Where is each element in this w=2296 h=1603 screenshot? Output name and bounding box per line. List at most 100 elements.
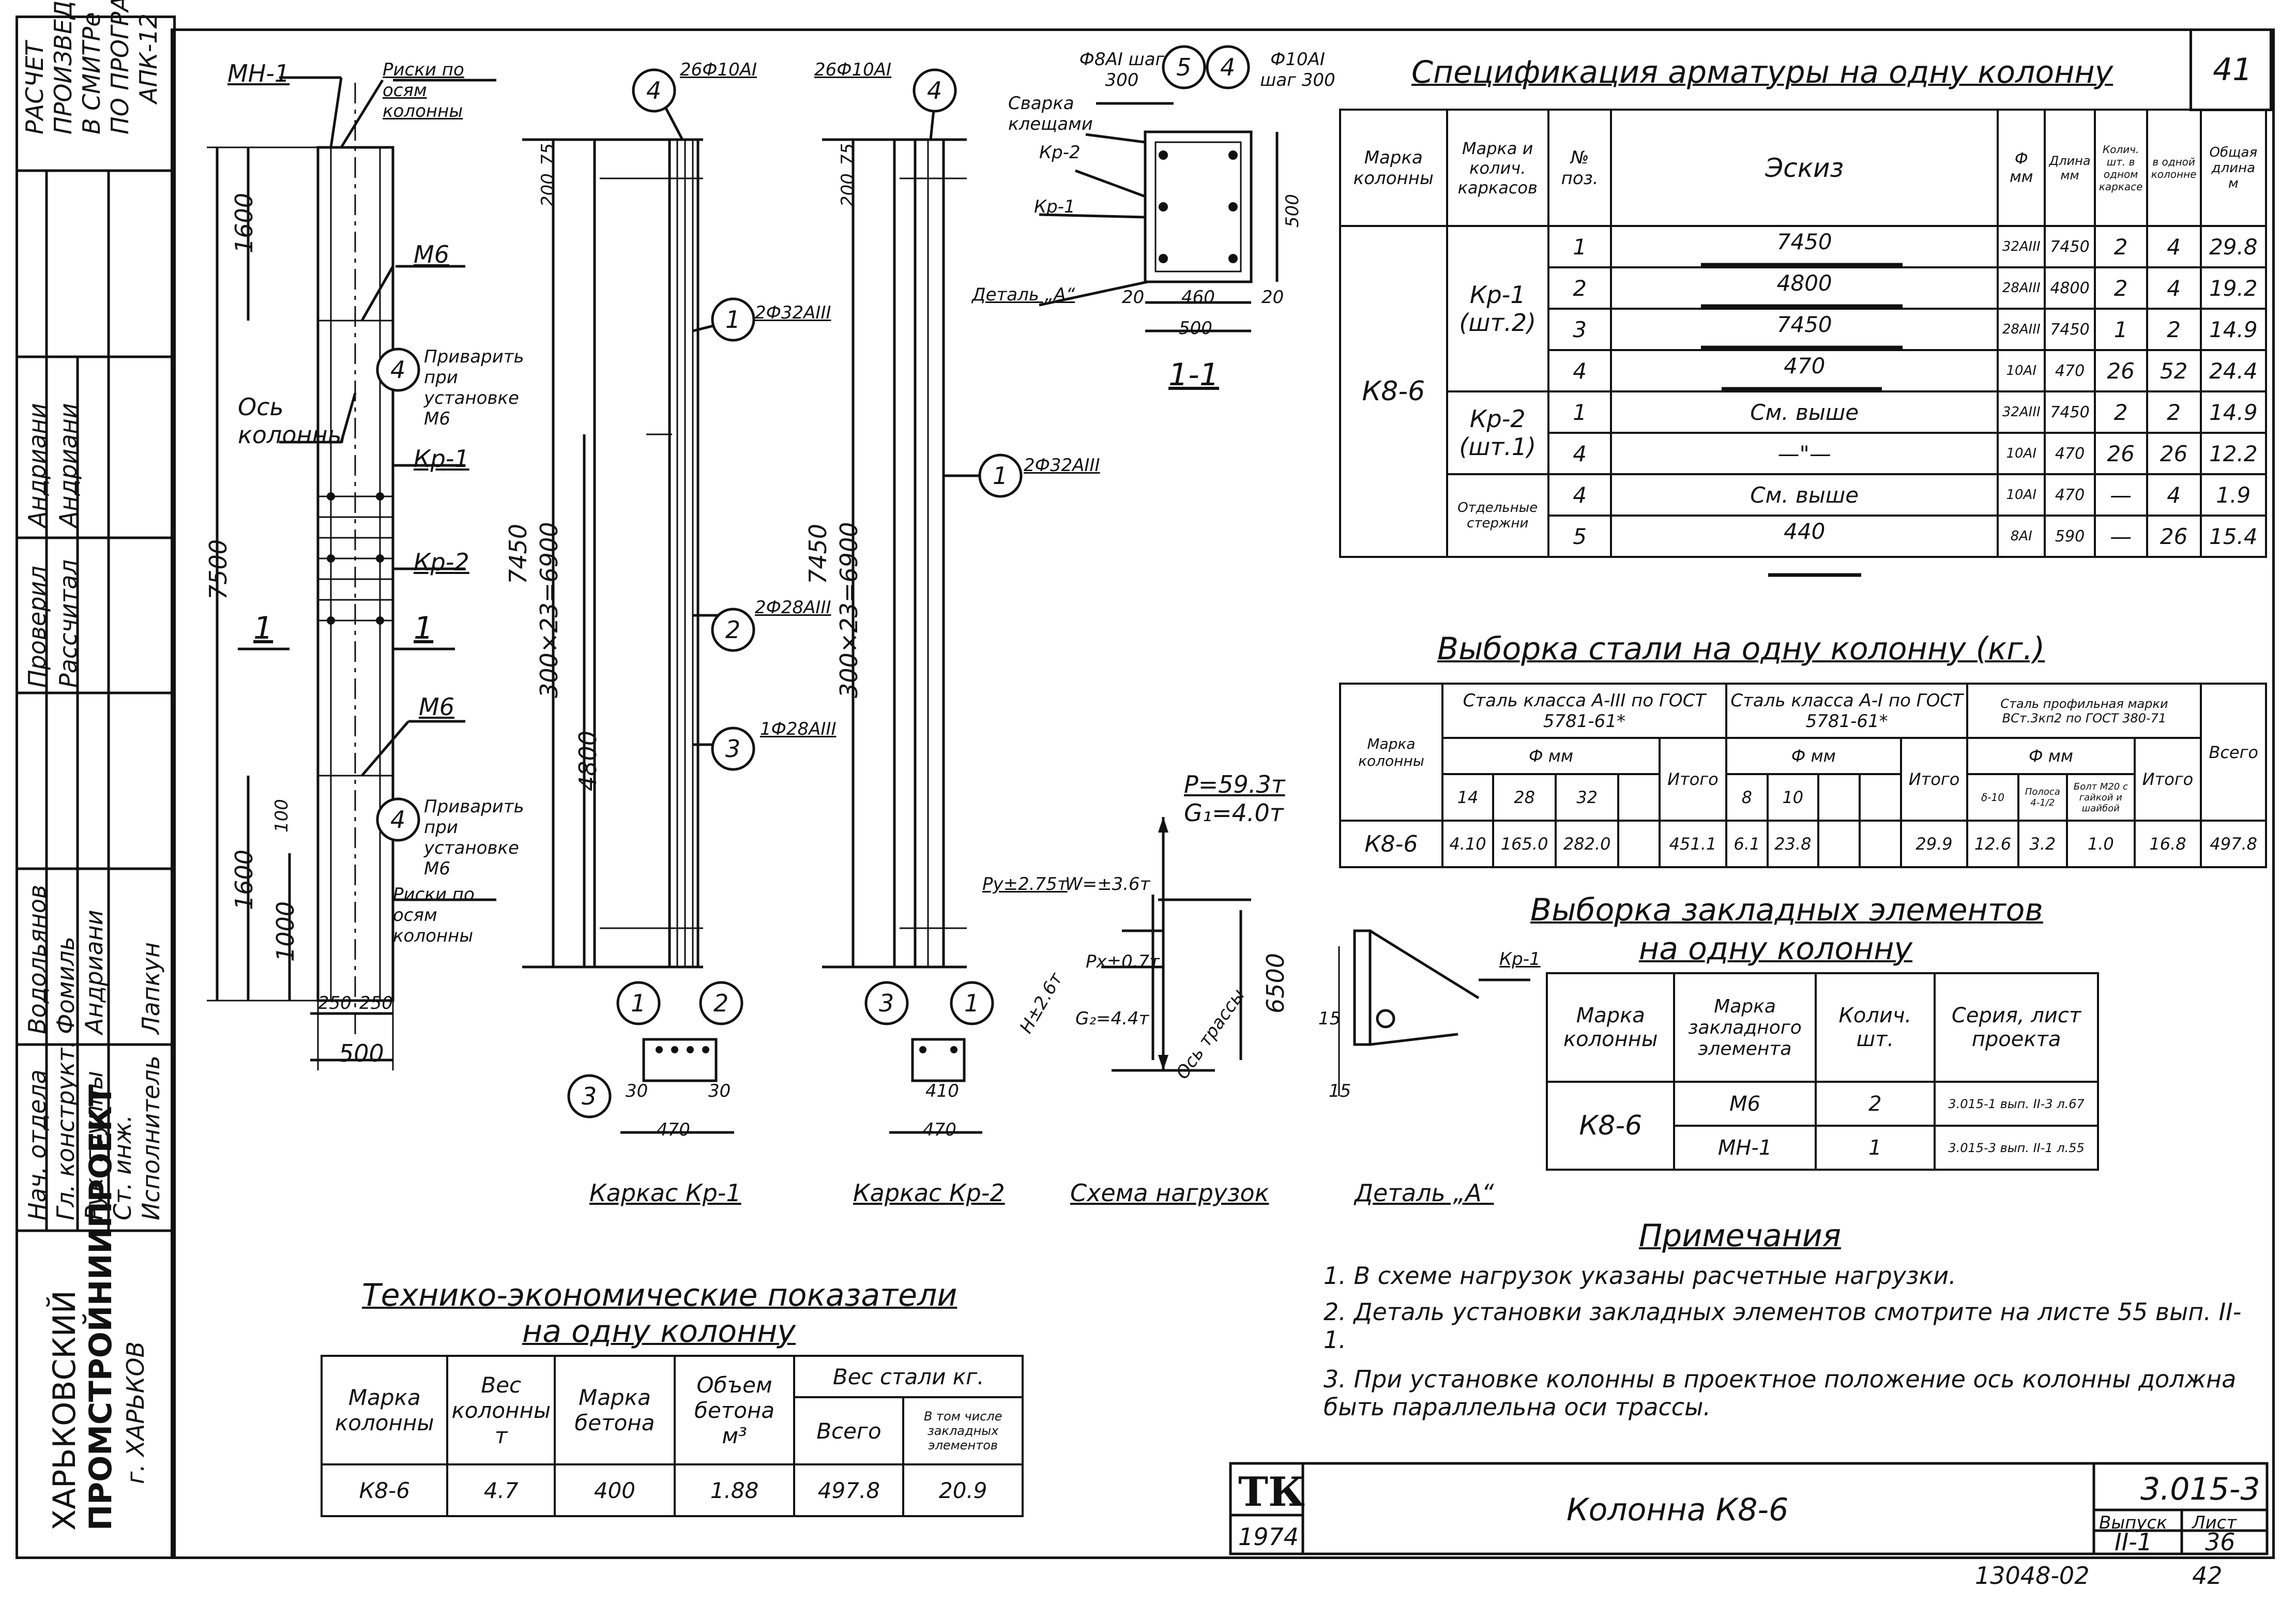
spec-d: 10АI (1997, 473, 2046, 517)
spec-total: 12.2 (2199, 432, 2268, 475)
spec-n2: 2 (2146, 308, 2202, 351)
spec-n1: 2 (2093, 390, 2148, 434)
steel-vsego: 497.8 (2200, 820, 2267, 868)
dim-200: 200 (538, 173, 558, 207)
spec-sketch: См. выше (1610, 390, 1999, 434)
circle-pos-1: 1 (993, 462, 1008, 490)
steel-a1-d: 10 (1766, 773, 1819, 822)
spec-n2: 4 (2146, 266, 2202, 310)
dim-30b: 30 (708, 1081, 731, 1101)
sec-kr1: Кр-1 (1034, 196, 1075, 217)
steel-h-itogo-prof: Итого (2133, 737, 2202, 822)
notes-title: Примечания (1639, 1218, 1841, 1254)
spec-sketch: 4800 (1610, 266, 1999, 310)
circle-pos-4: 4 (390, 356, 406, 384)
spec-table: Марка колонны Марка и колич. каркасов № … (1339, 109, 2268, 558)
dim-500: 500 (339, 1039, 384, 1067)
label-svarka: Сварка клещами (1008, 93, 1093, 134)
spec-len: 470 (2044, 432, 2096, 475)
spec-h-sketch: Эскиз (1610, 109, 1999, 227)
spec-h-n1: Колич. шт. в одном каркасе (2093, 109, 2148, 227)
steel-h-vsego: Всего (2200, 683, 2267, 822)
steel-a1-val (1817, 820, 1861, 868)
spec-n2: 26 (2146, 515, 2202, 558)
steel-a3-d: 28 (1492, 773, 1557, 822)
spec-sketch: 470 (1610, 349, 1999, 392)
steel-a1-d (1817, 773, 1861, 822)
circle-pos-2: 2 (725, 616, 741, 644)
dim-250b: 250 (359, 993, 393, 1014)
spec-len: 470 (2044, 473, 2096, 517)
steel-a3-d: 14 (1441, 773, 1495, 822)
tep-title-2: на одну колонну (522, 1313, 796, 1350)
emb-n: 1 (1814, 1125, 1936, 1171)
section-mark-1b: 1 (414, 610, 434, 646)
spec-len: 7450 (2044, 225, 2096, 268)
dim-250a: 250 (318, 993, 352, 1014)
sec-kr2: Кр-2 (1039, 142, 1081, 163)
sec-f10: Ф10АI шаг 300 (1260, 49, 1335, 90)
bar1-label-kr2: 2Ф32АIII (1024, 455, 1100, 476)
tep-h-steel: Вес стали кг. (793, 1355, 1024, 1398)
steel-prof-d: δ-10 (1966, 773, 2019, 822)
label-mn1: МН-1 (227, 59, 290, 87)
spec-d: 8АI (1997, 515, 2046, 558)
spec-mark: К8-6 (1339, 225, 1448, 558)
dim-7500: 7500 (204, 539, 232, 600)
bar3-label: 1Ф28АIII (760, 719, 837, 739)
tk-logo: ТК (1238, 1469, 1305, 1516)
tep-steel-embedded: 20.9 (902, 1463, 1024, 1517)
steel-a1-d: 8 (1725, 773, 1769, 822)
spec-n2: 2 (2146, 390, 2202, 434)
tep-concrete: 400 (554, 1463, 676, 1517)
spec-frame-kr2: Кр-2 (шт.1) (1446, 390, 1549, 475)
steel-a3-val: 4.10 (1441, 820, 1495, 868)
spec-total: 1.9 (2199, 473, 2268, 517)
spec-total: 29.8 (2199, 225, 2268, 268)
load-G2: G₂=4.4т (1075, 1008, 1149, 1029)
steel-mark: К8-6 (1339, 820, 1443, 868)
emb-el: МН-1 (1673, 1125, 1817, 1171)
dim-470-kr1: 470 (657, 1120, 690, 1140)
dim-75-kr2: 75 (838, 143, 858, 165)
caption-load: Схема нагрузок (1070, 1179, 1269, 1207)
load-P: P=59.3т (1184, 770, 1285, 798)
spec-h-mark: Марка колонны (1339, 109, 1448, 227)
tep-h-embedded: В том числе закладных элементов (902, 1396, 1024, 1465)
steel-h-prof: Сталь профильная марки ВСт.3кп2 по ГОСТ … (1966, 683, 2202, 739)
steel-a3-itogo: 451.1 (1659, 820, 1727, 868)
label-detal-a-ref: Деталь „А“ (972, 284, 1075, 305)
dim-1600-bottom: 1600 (230, 849, 258, 910)
title-list-label: Лист (2192, 1513, 2237, 1533)
dim-1000: 1000 (271, 901, 299, 962)
circle-pos-2: 2 (713, 989, 729, 1017)
embedded-title-2: на одну колонну (1639, 931, 1913, 967)
dim-7450-kr2: 7450 (804, 523, 832, 584)
spec-len: 4800 (2044, 266, 2096, 310)
detail-kr1: Кр-1 (1499, 949, 1541, 970)
steel-prof-val: 3.2 (2017, 820, 2069, 868)
steel-a3-val: 282.0 (1555, 820, 1620, 868)
emb-n: 2 (1814, 1081, 1936, 1127)
spec-pos: 3 (1547, 308, 1613, 351)
spec-h-pos: № поз. (1547, 109, 1613, 227)
title-series: 3.015-3 (2140, 1471, 2260, 1507)
title-list: 36 (2205, 1528, 2236, 1556)
label-privarit-bottom: Приварить при установке М6 (424, 796, 524, 879)
spec-d: 28АIII (1997, 308, 2046, 351)
steel-prof-val: 12.6 (1966, 820, 2019, 868)
emb-h-ref: Серия, лист проекта (1934, 972, 2099, 1083)
dim-20a: 20 (1122, 287, 1145, 308)
steel-a1-val: 6.1 (1725, 820, 1769, 868)
steel-h-fmm-prof: Ф мм (1966, 737, 2136, 775)
tep-h-weight: Вес колонны т (446, 1355, 556, 1465)
dim-6500: 6500 (1261, 952, 1289, 1014)
spec-h-frame: Марка и колич. каркасов (1446, 109, 1549, 227)
circle-pos-4: 4 (390, 806, 406, 834)
spec-n1: 2 (2093, 266, 2148, 310)
embedded-table: Марка колонны Марка закладного элемента … (1545, 972, 2099, 1171)
emb-el: М6 (1673, 1081, 1817, 1127)
archive-number-2: 42 (2192, 1562, 2223, 1590)
steel-h-itogo-a3: Итого (1659, 737, 1727, 822)
steel-a1-d (1858, 773, 1902, 822)
